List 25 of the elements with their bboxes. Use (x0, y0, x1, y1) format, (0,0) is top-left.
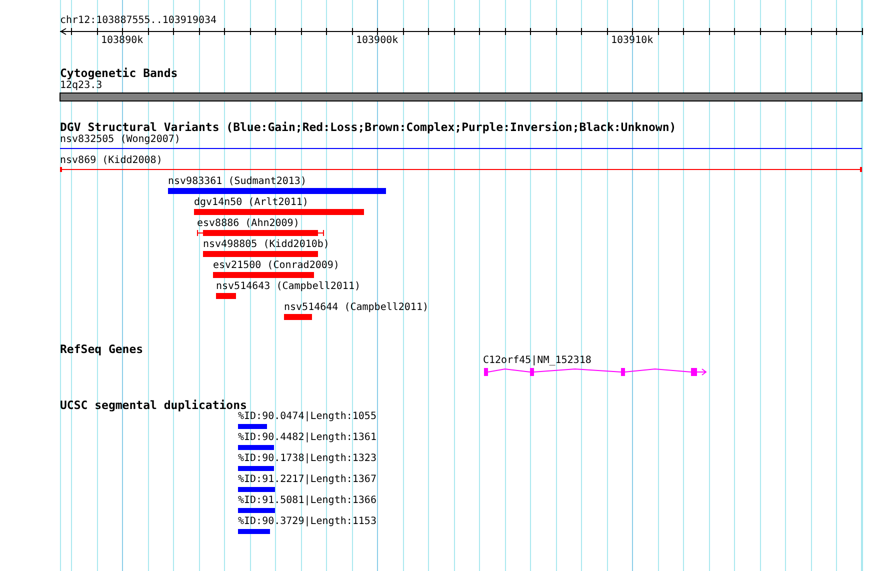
duplication-label: %ID:90.3729|Length:1153 (238, 516, 376, 528)
gene-label: C12orf45|NM_152318 (483, 355, 592, 367)
duplication-label: %ID:90.1738|Length:1323 (238, 453, 376, 465)
variant-label: nsv869 (Kidd2008) (60, 155, 162, 167)
variant-label: nsv983361 (Sudmant2013) (168, 176, 306, 188)
duplication-label: %ID:90.0474|Length:1055 (238, 411, 376, 423)
track-title: UCSC segmental duplications (60, 399, 247, 411)
track-title: DGV Structural Variants (Blue:Gain;Red:Loss;Brown:Complex;Purple:Inversion;Black:Unknown) (60, 121, 676, 133)
band-label: 12q23.3 (60, 80, 102, 92)
variant-label: nsv498805 (Kidd2010b) (203, 239, 330, 251)
variant-label: esv21500 (Conrad2009) (213, 260, 340, 272)
duplication-label: %ID:90.4482|Length:1361 (238, 432, 376, 444)
duplication-label: %ID:91.2217|Length:1367 (238, 474, 376, 486)
tick-label: 103910k (611, 35, 654, 47)
variant-label: esv8886 (Ahn2009) (197, 218, 300, 230)
variant-label: nsv514644 (Campbell2011) (284, 302, 428, 314)
coordinate-label: chr12:103887555..103919034 (60, 15, 217, 27)
tick-label: 103890k (101, 35, 144, 47)
variant-label: nsv514643 (Campbell2011) (216, 281, 360, 293)
tick-label: 103900k (356, 35, 398, 47)
track-title: RefSeq Genes (60, 343, 144, 355)
variant-label: dgv14n50 (Arlt2011) (194, 197, 308, 209)
duplication-label: %ID:91.5081|Length:1366 (238, 495, 376, 507)
variant-label: nsv832505 (Wong2007) (60, 134, 180, 146)
track-title: Cytogenetic Bands (60, 67, 178, 79)
